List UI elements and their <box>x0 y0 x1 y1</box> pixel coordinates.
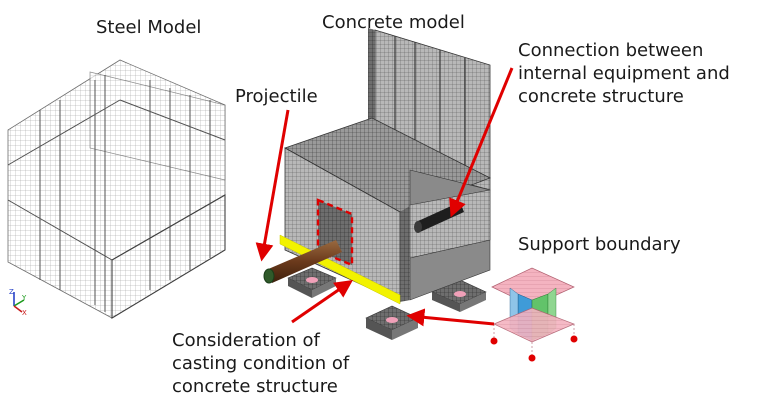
support-node-icon <box>570 335 578 343</box>
connection-label: Connection between internal equipment an… <box>518 39 730 108</box>
projectile-rod <box>263 240 342 284</box>
casting-label-line-1: Consideration of <box>172 330 320 351</box>
casting-arrow <box>291 279 353 324</box>
support-boundary-detail <box>490 267 578 362</box>
concrete-model <box>263 28 491 340</box>
axis-x-label: X <box>22 309 27 317</box>
support-node-icon <box>528 354 536 362</box>
support-boundary-label: Support boundary <box>518 234 681 255</box>
penetration-zone-outline <box>316 198 354 267</box>
axis-y-label: Y <box>21 294 27 302</box>
concrete-model-title: Concrete model <box>322 12 465 33</box>
connection-label-line-2: internal equipment and <box>518 63 730 84</box>
axis-triad-icon <box>13 292 25 313</box>
casting-label-line-3: concrete structure <box>172 376 338 397</box>
steel-model-wireframe <box>7 59 226 319</box>
support-arrow <box>406 308 495 327</box>
projectile-arrow <box>255 109 290 262</box>
projectile-label: Projectile <box>235 86 318 107</box>
support-pads <box>287 267 487 340</box>
connection-label-line-1: Connection between <box>518 40 704 61</box>
connection-arrow <box>449 67 514 218</box>
steel-model-title: Steel Model <box>96 17 202 38</box>
axis-z-label: Z <box>9 288 14 296</box>
casting-label: Consideration of casting condition of co… <box>172 329 349 398</box>
support-node-icon <box>490 337 498 345</box>
connection-label-line-3: concrete structure <box>518 86 684 107</box>
casting-label-line-2: casting condition of <box>172 353 350 374</box>
